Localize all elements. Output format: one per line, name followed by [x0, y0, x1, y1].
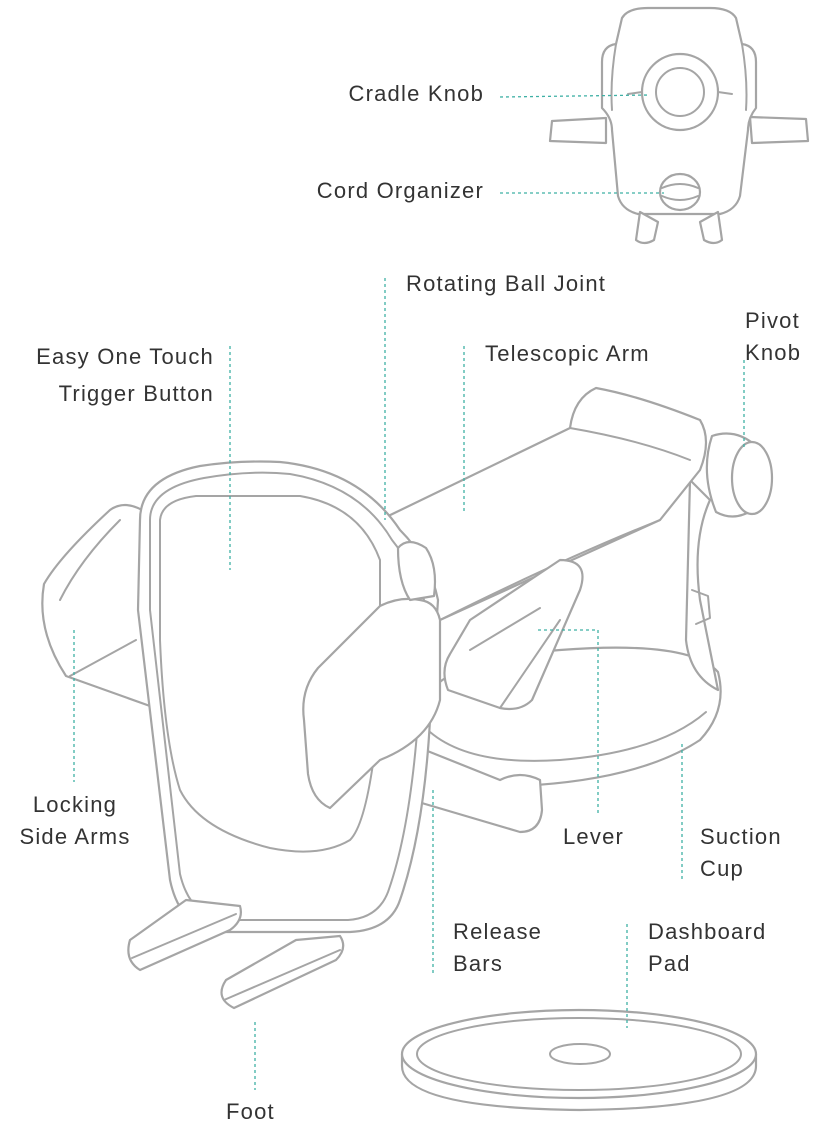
- leader-cradle-knob: [499, 94, 651, 98]
- label-release-bars: Release Bars: [453, 919, 543, 976]
- label-rotating-ball-joint: Rotating Ball Joint: [406, 271, 607, 296]
- label-lever: Lever: [563, 824, 625, 849]
- mount-illustration: [41, 386, 774, 1010]
- label-suction-cup: Suction Cup: [700, 824, 782, 881]
- label-cord-organizer: Cord Organizer: [316, 178, 484, 203]
- leader-lever: [538, 629, 599, 816]
- leader-lines: [73, 94, 745, 1090]
- label-locking-side-arms: Locking Side Arms: [19, 792, 131, 849]
- dashboard-pad-illustration: [400, 1008, 758, 1112]
- label-pivot-knob: Pivot Knob: [745, 308, 802, 365]
- label-cradle-knob: Cradle Knob: [348, 81, 484, 106]
- label-telescopic-arm: Telescopic Arm: [485, 341, 650, 366]
- back-view-illustration: [548, 6, 810, 245]
- label-foot: Foot: [226, 1099, 275, 1124]
- label-easy-one-touch: Easy One Touch Trigger Button: [36, 344, 214, 406]
- label-dashboard-pad: Dashboard Pad: [648, 919, 767, 976]
